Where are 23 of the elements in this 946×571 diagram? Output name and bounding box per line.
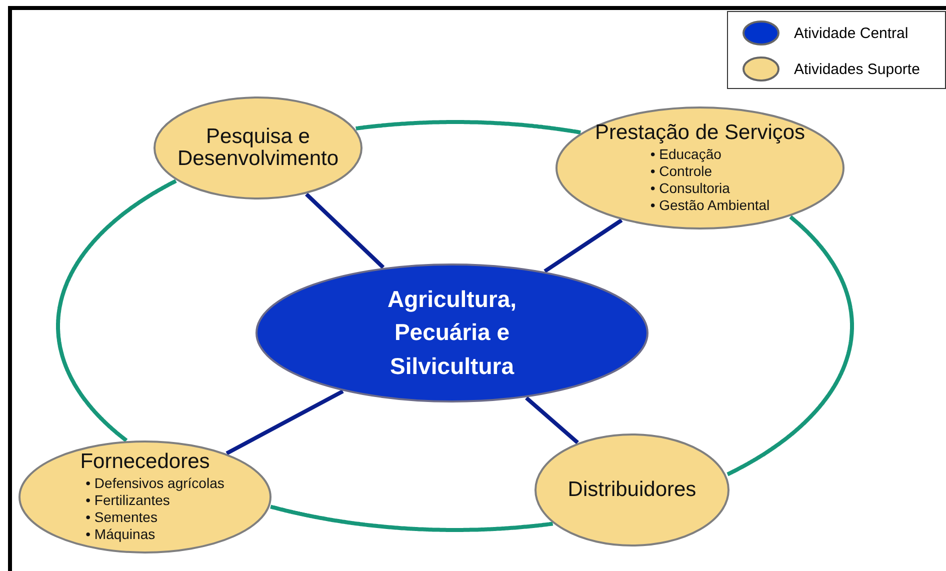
list-item: • Controle [650, 163, 714, 180]
connector-line [56, 179, 177, 442]
node-title: Fornecedores [80, 450, 210, 474]
node-title: Distribuidores [568, 478, 696, 502]
connector-line [226, 390, 344, 456]
connector-line [544, 218, 623, 273]
list-item: • Educação [650, 146, 722, 164]
connector-line [270, 504, 554, 532]
node-title: Pesquisa e Desenvolvimento [176, 126, 340, 170]
list-item: • Sementes [86, 509, 158, 526]
node-title: Prestação de Serviços [594, 122, 806, 144]
list-item: • Consultoria [650, 180, 731, 198]
list-item: • Máquinas [86, 526, 156, 544]
list-item: • Gestão Ambiental [650, 197, 770, 214]
legend-label: Atividade Central [794, 24, 908, 42]
legend-label: Atividades Suporte [794, 60, 920, 78]
connector-line [305, 192, 385, 269]
list-item: • Fertilizantes [86, 492, 171, 510]
connector-line [525, 396, 579, 444]
node-title: Agricultura, Pecuária e Silvicultura [386, 284, 518, 381]
list-item: • Defensivos agrícolas [86, 475, 224, 492]
connector-line [726, 215, 854, 476]
connector-line [355, 120, 582, 134]
